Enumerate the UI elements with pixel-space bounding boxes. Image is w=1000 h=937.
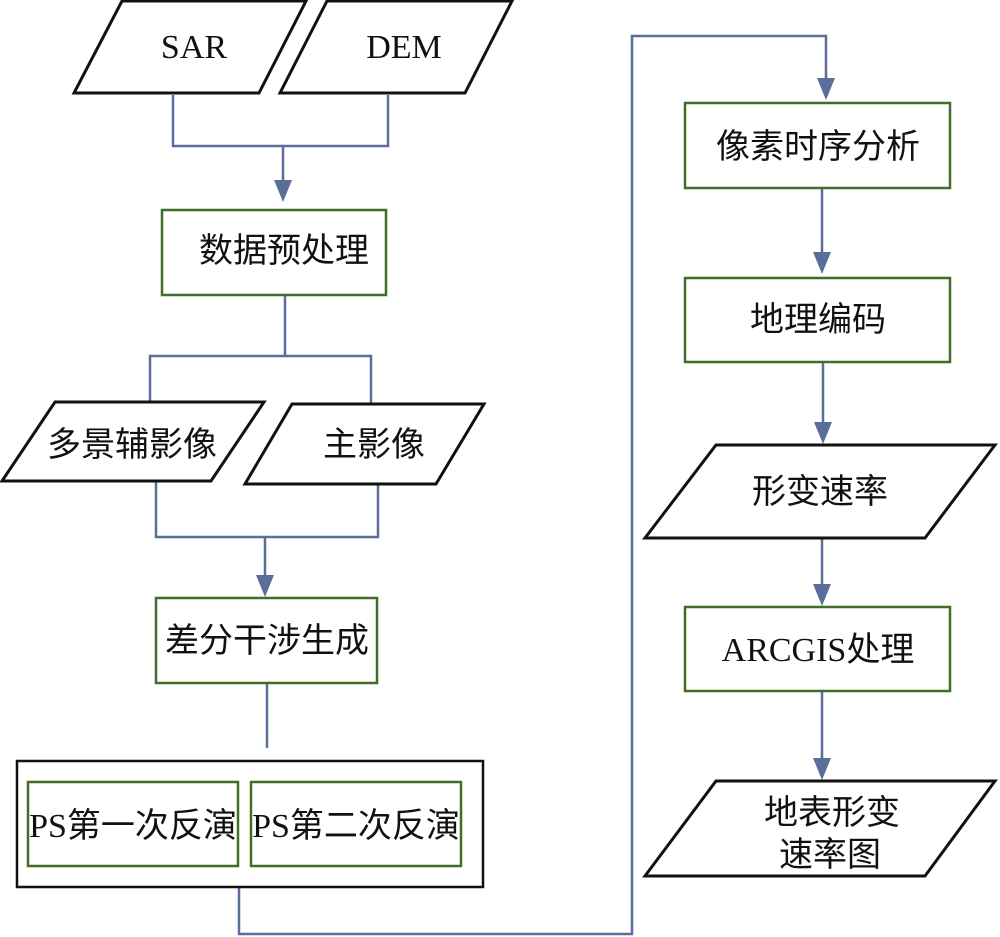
node-def-map-label-line1: 地表形变	[764, 794, 900, 832]
node-ps-first: PS第一次反演	[26, 780, 240, 868]
node-diff-interf: 差分干涉生成	[154, 596, 379, 685]
edge-sar-dem-to-preprocess	[171, 95, 390, 192]
node-sar: SAR	[71, 0, 309, 95]
node-preprocess-label: 数据预处理	[199, 232, 369, 270]
arrow-head	[813, 584, 831, 606]
node-geocode: 地理编码	[683, 276, 952, 364]
arrow-head	[817, 78, 835, 100]
node-dem: DEM	[277, 0, 515, 95]
node-geocode-label: 地理编码	[750, 301, 886, 339]
arrow-head	[256, 575, 274, 597]
node-diff-interf-label: 差分干涉生成	[165, 622, 369, 660]
edge-images-to-diff	[154, 481, 380, 587]
node-slave-images-label: 多景辅影像	[47, 426, 217, 464]
node-ps-group: PS第一次反演 PS第二次反演	[15, 759, 485, 889]
node-dem-label: DEM	[366, 29, 442, 66]
edge-preprocess-split	[148, 295, 373, 403]
node-def-rate: 形变速率	[641, 443, 999, 540]
node-slave-images: 多景辅影像	[0, 400, 267, 483]
node-def-map: 地表形变 速率图	[642, 779, 998, 878]
node-pixel-ts: 像素时序分析	[683, 101, 952, 190]
node-ps-second-label: PS第二次反演	[252, 807, 460, 845]
node-def-rate-label: 形变速率	[752, 473, 888, 511]
node-preprocess: 数据预处理	[160, 208, 388, 297]
node-pixel-ts-label: 像素时序分析	[716, 128, 920, 166]
edge-ps-to-pixel-ts	[237, 34, 828, 936]
arrow-head	[814, 422, 832, 444]
node-arcgis: ARCGIS处理	[683, 605, 952, 693]
node-arcgis-label: ARCGIS处理	[722, 632, 915, 669]
node-ps-first-label: PS第一次反演	[29, 807, 237, 845]
arrow-head	[274, 180, 292, 202]
node-sar-label: SAR	[161, 29, 227, 66]
node-master-image-label: 主影像	[323, 426, 425, 464]
node-ps-second: PS第二次反演	[249, 780, 463, 868]
arrow-head	[813, 252, 831, 274]
node-master-image: 主影像	[242, 402, 487, 486]
arrow-head	[813, 758, 831, 780]
node-def-map-label-line2: 速率图	[779, 836, 881, 874]
